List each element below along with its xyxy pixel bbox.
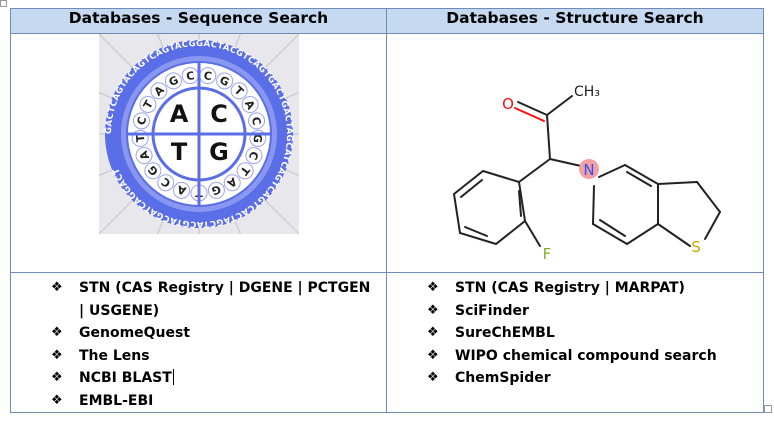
atom-methyl-label: CH₃ [574, 84, 600, 100]
atom-sulfur-label: S [691, 238, 701, 256]
dna-image-cell: GACTCAGTACAGTCAGTACGGACTACGTCAGTGACTGACT… [10, 33, 387, 273]
dna-ring-bubble [241, 96, 259, 114]
dna-ring-bubble [247, 112, 265, 130]
list-item: ❖EMBL-EBI [11, 390, 386, 413]
list-item: ❖SciFinder [387, 300, 763, 323]
dna-center-letter: A [169, 100, 188, 128]
list-item: ❖GenomeQuest [11, 322, 386, 345]
dna-ring-bubble [156, 174, 174, 192]
dna-wheel-image: GACTCAGTACAGTCAGTACGGACTACGTCAGTGACTGACT… [98, 34, 299, 234]
atom-oxygen-label: O [502, 95, 514, 113]
dna-ring-letter: C [202, 69, 212, 83]
dna-ring-bubble [172, 181, 190, 199]
dna-ring-bubble [223, 174, 241, 192]
table-move-handle[interactable] [0, 0, 7, 7]
dna-ring-bubble [149, 82, 167, 100]
diamond-bullet-icon: ❖ [427, 302, 439, 318]
atom-nitrogen-label: N [583, 161, 594, 179]
diamond-bullet-icon: ❖ [51, 280, 63, 295]
dna-ring-bubble [230, 82, 248, 100]
diamond-bullet-icon: ❖ [51, 370, 63, 385]
dna-ring-bubble [215, 72, 233, 90]
dna-center-letter: T [170, 138, 187, 166]
dna-ring-bubble [244, 147, 262, 165]
dna-ring-bubble [236, 162, 254, 180]
diamond-bullet-icon: ❖ [427, 370, 439, 385]
dna-ring-bubble [164, 72, 182, 90]
diamond-bullet-icon: ❖ [427, 325, 439, 340]
molecule-structure-image: N O CH₃ S F [452, 84, 721, 263]
dna-ring-letter: G [209, 182, 221, 197]
dna-ring-bubble [207, 181, 225, 199]
atom-fluorine-label: F [543, 245, 552, 263]
structure-db-cell: ❖STN (CAS Registry | MARPAT) ❖SciFinder … [386, 272, 764, 413]
dna-ring-bubble [138, 95, 156, 113]
list-item: ❖STN (CAS Registry | DGENE | PCTGEN | US… [11, 277, 386, 322]
dna-center-letter: C [210, 100, 228, 128]
molecule-image-cell: N O CH₃ S F [386, 33, 764, 273]
table-resize-handle[interactable] [764, 405, 772, 413]
diamond-bullet-icon: ❖ [51, 347, 63, 363]
list-item: ❖ChemSpider [387, 367, 763, 390]
dna-ring-bubble [135, 147, 153, 165]
list-item: ❖NCBI BLAST [11, 367, 386, 390]
dna-ring-letter: G [250, 133, 264, 143]
diamond-bullet-icon: ❖ [427, 347, 439, 363]
dna-ring-letter: C [134, 116, 148, 127]
sequence-db-list: ❖STN (CAS Registry | DGENE | PCTGEN | US… [11, 273, 386, 412]
dna-center-letter: G [209, 138, 229, 166]
structure-db-list: ❖STN (CAS Registry | MARPAT) ❖SciFinder … [387, 273, 763, 390]
list-item: ❖WIPO chemical compound search [387, 345, 763, 368]
list-item: ❖STN (CAS Registry | MARPAT) [387, 277, 763, 300]
diamond-bullet-icon: ❖ [51, 392, 63, 408]
diamond-bullet-icon: ❖ [427, 280, 439, 295]
text-cursor [172, 369, 174, 385]
dna-ring-bubble [132, 112, 150, 130]
dna-ring-letter: C [185, 69, 195, 83]
dna-ring-bubble [143, 162, 161, 180]
list-item: ❖SureChEMBL [387, 322, 763, 345]
list-item: ❖The Lens [11, 345, 386, 368]
databases-table: Databases - Sequence Search Databases - … [10, 8, 764, 413]
header-sequence-search: Databases - Sequence Search [10, 8, 387, 34]
dna-ring-letter: T [133, 134, 147, 143]
header-structure-search: Databases - Structure Search [386, 8, 764, 34]
diamond-bullet-icon: ❖ [51, 325, 63, 340]
dna-ring-letter: C [248, 116, 262, 127]
sequence-db-cell: ❖STN (CAS Registry | DGENE | PCTGEN | US… [10, 272, 387, 413]
